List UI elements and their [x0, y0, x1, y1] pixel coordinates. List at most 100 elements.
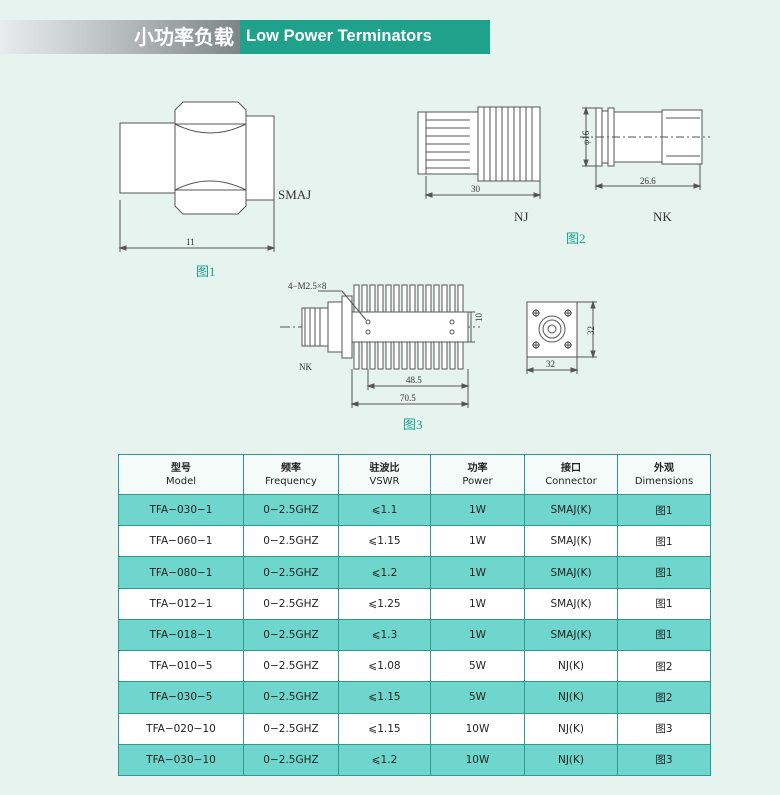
- cell-frequency: 0−2.5GHZ: [243, 743, 339, 777]
- cell-model: TFA−060−1: [118, 525, 244, 558]
- cell-power: 1W: [430, 618, 525, 652]
- fig1-dim-length: 11: [186, 237, 195, 247]
- fig2-caption: 图2: [566, 231, 586, 246]
- figure-3-front-drawing: [525, 300, 597, 374]
- cell-frequency: 0−2.5GHZ: [243, 493, 339, 527]
- cell-vswr: ⩽1.2: [338, 743, 431, 777]
- cell-connector: SMAJ(K): [524, 525, 618, 558]
- cell-model: TFA−030−1: [118, 493, 244, 527]
- cell-model: TFA−080−1: [118, 556, 244, 589]
- column-header-cn: 功率: [467, 462, 488, 474]
- cell-dimensions: 图1: [617, 587, 711, 620]
- cell-vswr: ⩽1.15: [338, 712, 431, 745]
- cell-connector: SMAJ(K): [524, 493, 618, 527]
- cell-power: 1W: [430, 525, 525, 558]
- cell-connector: SMAJ(K): [524, 587, 618, 620]
- cell-vswr: ⩽1.2: [338, 556, 431, 589]
- fig2-nj-label: NJ: [514, 209, 528, 224]
- fig3-dim-70: 70.5: [400, 393, 416, 403]
- cell-model: TFA−010−5: [118, 650, 244, 683]
- cell-frequency: 0−2.5GHZ: [243, 650, 339, 683]
- cell-dimensions: 图1: [617, 493, 711, 527]
- column-header-cn: 外观: [654, 462, 674, 474]
- fig3-dim-32-vertical: 32: [586, 326, 596, 335]
- cell-vswr: ⩽1.15: [338, 681, 431, 714]
- cell-vswr: ⩽1.25: [338, 587, 431, 620]
- cell-frequency: 0−2.5GHZ: [243, 681, 339, 714]
- fig3-dim-10: 10: [474, 313, 484, 323]
- figure-1-drawing: [118, 101, 276, 252]
- cell-connector: SMAJ(K): [524, 556, 618, 589]
- column-header-en: Power: [462, 475, 493, 487]
- cell-vswr: ⩽1.08: [338, 650, 431, 683]
- cell-power: 1W: [430, 587, 525, 620]
- cell-connector: SMAJ(K): [524, 618, 618, 652]
- cell-dimensions: 图1: [617, 525, 711, 558]
- column-header-en: Dimensions: [634, 475, 694, 487]
- fig1-connector-label: SMAJ: [278, 187, 311, 202]
- cell-model: TFA−030−5: [118, 681, 244, 714]
- section-banner: 小功率负载 Low Power Terminators: [0, 20, 490, 54]
- fig2-nk-label: NK: [653, 209, 672, 224]
- column-header-cn: 接口: [561, 462, 581, 474]
- cell-dimensions: 图1: [617, 556, 711, 589]
- fig3-dim-48: 48.5: [406, 375, 422, 385]
- cell-power: 5W: [430, 681, 525, 714]
- column-header-cn: 频率: [281, 462, 301, 474]
- cell-vswr: ⩽1.1: [338, 493, 431, 527]
- cell-power: 5W: [430, 650, 525, 683]
- cell-model: TFA−018−1: [118, 618, 244, 652]
- cell-connector: NJ(K): [524, 681, 618, 714]
- cell-frequency: 0−2.5GHZ: [243, 587, 339, 620]
- cell-dimensions: 图3: [617, 712, 711, 745]
- cell-dimensions: 图2: [617, 650, 711, 683]
- fig3-nk-label: NK: [299, 362, 312, 372]
- cell-power: 10W: [430, 712, 525, 745]
- cell-connector: NJ(K): [524, 650, 618, 683]
- cell-dimensions: 图1: [617, 618, 711, 652]
- cell-model: TFA−012−1: [118, 587, 244, 620]
- cell-model: TFA−030−10: [118, 743, 244, 777]
- cell-power: 1W: [430, 493, 525, 527]
- fig2-dim-length-left: 30: [471, 184, 481, 194]
- banner-title-en: Low Power Terminators: [240, 20, 490, 54]
- cell-connector: NJ(K): [524, 712, 618, 745]
- banner-title-cn: 小功率负载: [0, 20, 240, 54]
- cell-model: TFA−020−10: [118, 712, 244, 745]
- fig2-dim-length-right: 26.6: [640, 176, 656, 186]
- figure-3-side-drawing: [280, 284, 480, 408]
- column-header-cn: 驻波比: [369, 462, 400, 474]
- column-header-en: Connector: [545, 475, 597, 487]
- figure-2-nk-drawing: [580, 106, 710, 190]
- cell-frequency: 0−2.5GHZ: [243, 618, 339, 652]
- cell-frequency: 0−2.5GHZ: [243, 525, 339, 558]
- technical-drawings: SMAJ 11 图1 30 NJ φ16 26.6: [118, 101, 710, 432]
- fig1-caption: 图1: [196, 264, 216, 279]
- cell-frequency: 0−2.5GHZ: [243, 712, 339, 745]
- cell-vswr: ⩽1.3: [338, 618, 431, 652]
- cell-dimensions: 图2: [617, 681, 711, 714]
- column-header-cn: 型号: [171, 462, 191, 474]
- fig3-caption: 图3: [403, 417, 423, 432]
- column-header-en: Frequency: [265, 475, 317, 487]
- column-header-en: VSWR: [369, 475, 400, 487]
- fig3-thread-label: 4−M2.5×8: [288, 281, 327, 291]
- cell-dimensions: 图3: [617, 743, 711, 777]
